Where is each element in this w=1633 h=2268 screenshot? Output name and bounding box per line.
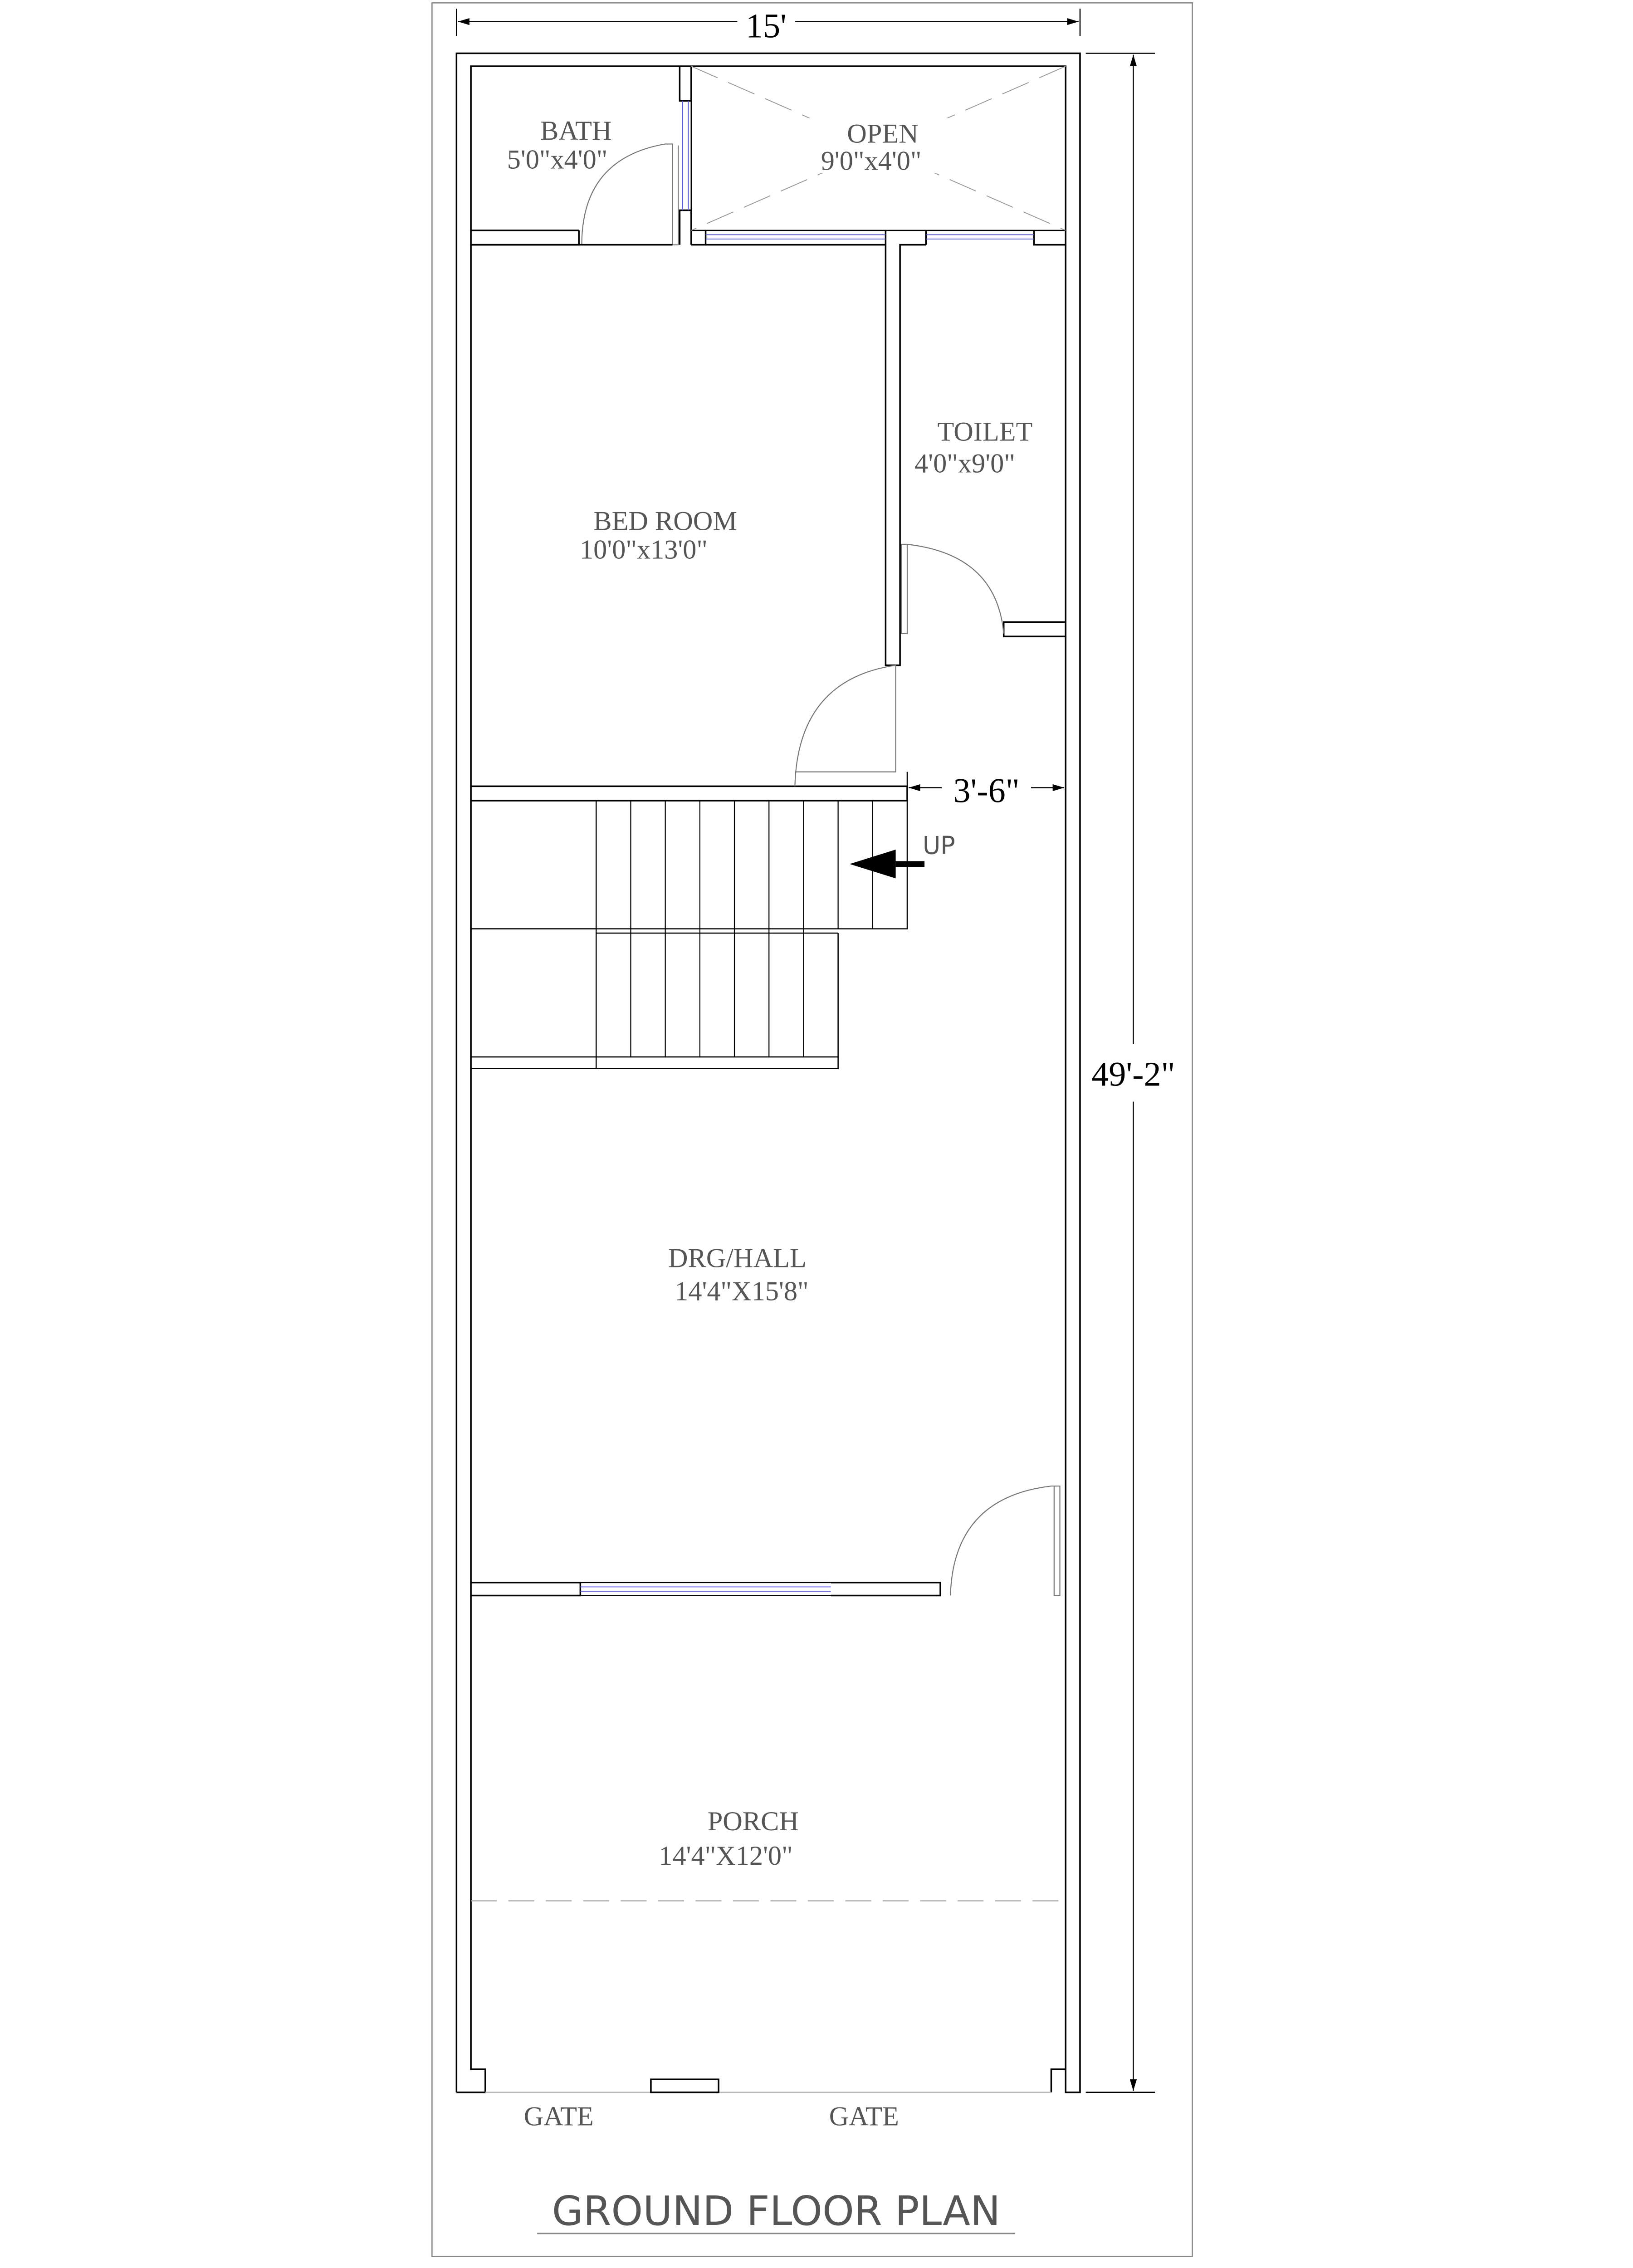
room-name-toilet: TOILET — [937, 416, 1032, 447]
room-size-hall: 14'4"X15'8" — [675, 1276, 808, 1307]
depth-dimension-label: 49'-2" — [1091, 1056, 1175, 1094]
stair-clearance-label: 3'-6" — [953, 772, 1019, 810]
room-name-porch: PORCH — [708, 1806, 799, 1837]
open-area: OPEN 9'0"x4'0" — [690, 65, 1066, 246]
bath-room: BATH 5'0"x4'0" — [471, 66, 692, 246]
room-name-bath: BATH — [540, 116, 611, 146]
width-dimension: 15' — [456, 7, 1081, 45]
room-name-bedroom: BED ROOM — [593, 506, 737, 536]
sheet-border — [431, 2, 1193, 2257]
gate-label-right: GATE — [829, 2102, 899, 2132]
outer-walls — [455, 52, 1081, 2093]
room-size-bath: 5'0"x4'0" — [507, 144, 608, 175]
gate-label-left: GATE — [524, 2102, 594, 2132]
plan-title: GROUND FLOOR PLAN — [552, 2187, 1001, 2234]
room-size-bedroom: 10'0"x13'0" — [580, 535, 708, 565]
depth-dimension: 49'-2" — [1085, 53, 1175, 2093]
room-name-hall: DRG/HALL — [668, 1243, 807, 1274]
room-size-open: 9'0"x4'0" — [821, 146, 922, 176]
porch: PORCH 14'4"X12'0" — [471, 1806, 1066, 1901]
staircase: UP — [470, 800, 955, 1069]
stair-up-label: UP — [923, 831, 955, 860]
drawing-hall: DRG/HALL 14'4"X15'8" — [471, 1243, 1061, 1597]
gate-post — [650, 2078, 719, 2093]
toilet: TOILET 4'0"x9'0" — [901, 416, 1066, 637]
room-name-open: OPEN — [847, 118, 918, 149]
stair-clearance-dimension: 3'-6" — [906, 772, 1065, 810]
up-arrow-icon — [850, 850, 925, 879]
room-size-toilet: 4'0"x9'0" — [914, 448, 1015, 479]
width-dimension-label: 15' — [746, 7, 787, 45]
bed-room: BED ROOM 10'0"x13'0" — [471, 244, 926, 802]
room-size-porch: 14'4"X12'0" — [659, 1841, 792, 1871]
